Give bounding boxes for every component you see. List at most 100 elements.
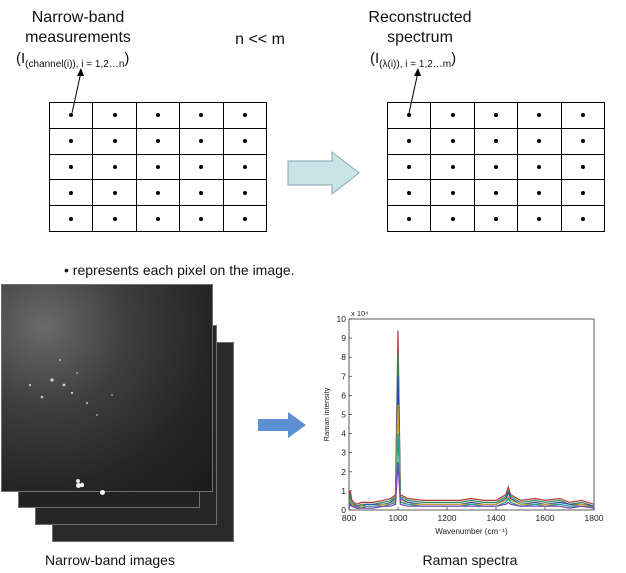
left-pointer-line: [71, 71, 82, 114]
pixel-dot: [493, 216, 498, 221]
pixel-dot: [242, 113, 247, 118]
measurement-grid-cell: [180, 103, 224, 129]
y-tick-label: 2: [341, 467, 346, 477]
measurement-grid-cell: [136, 154, 181, 181]
x-tick-label: 1800: [585, 513, 604, 523]
measurement-grid-cell: [180, 128, 224, 155]
spectrum-grid-cell: [561, 103, 605, 129]
spectrum-grid-cell: [431, 180, 475, 207]
bright-spot-1: [76, 483, 81, 488]
pixel-dot: [242, 190, 247, 195]
pixel-dot: [537, 190, 542, 195]
big-right-arrow: [287, 150, 360, 196]
pixel-dot: [155, 216, 160, 221]
y-tick-label: 8: [341, 352, 346, 362]
pixel-dot: [155, 139, 160, 144]
measurement-grid-cell: [93, 128, 137, 155]
y-exponent-label: x 10⁴: [351, 309, 368, 318]
pixel-dot: [580, 139, 585, 144]
pixel-dot: [580, 164, 585, 169]
measurement-grid-cell: [93, 154, 137, 181]
pixel-dot: [493, 139, 498, 144]
pixel-dot: [199, 216, 204, 221]
pixel-dot: [199, 190, 204, 195]
spectrum-grid-cell: [518, 154, 562, 181]
y-tick-label: 5: [341, 410, 346, 420]
left-formula-pre: (I: [16, 50, 26, 67]
spectrum-series-line-6: [348, 462, 595, 509]
measurement-grid-cell: [223, 103, 267, 129]
pixel-dot: [69, 164, 74, 169]
right-formula-sub: (λ(i)), i = 1,2…m: [379, 59, 452, 70]
pixel-dot: [450, 190, 455, 195]
measurement-grid-cell: [50, 128, 94, 155]
pixel-dot: [69, 216, 74, 221]
spectrum-grid-cell: [388, 128, 432, 155]
pixel-dot: [407, 190, 412, 195]
spectrum-grid-cell: [518, 128, 562, 155]
right-pointer-line: [408, 71, 419, 114]
relation-label: n << m: [235, 31, 285, 48]
microscopy-speckles: [28, 358, 113, 488]
measurement-grid-cell: [50, 206, 94, 232]
narrow-band-image-1: [2, 285, 212, 495]
pixel-dot: [580, 216, 585, 221]
measurement-grid-cell: [223, 180, 267, 207]
spectrum-grid-cell: [474, 180, 519, 207]
small-arrow-shape: [258, 412, 306, 438]
spectrum-grid-cell: [431, 206, 475, 232]
measurement-grid-cell: [136, 128, 181, 155]
left-pointer-arrowhead: [77, 68, 84, 76]
left-formula-sub: (channel(i)), i = 1,2…n: [25, 59, 125, 70]
x-axis-label: Wavenumber (cm⁻¹): [435, 527, 508, 536]
spectrum-grid-cell: [474, 103, 519, 129]
spectrum-grid-cell: [431, 128, 475, 155]
spectrum-grid-cell: [388, 180, 432, 207]
y-tick-label: 9: [341, 333, 346, 343]
pixel-dot: [69, 139, 74, 144]
spectrum-grid-cell: [388, 154, 432, 181]
measurement-grid-cell: [223, 154, 267, 181]
measurement-grid-cell: [180, 206, 224, 232]
right-formula-post: ): [451, 50, 457, 67]
pixel-dot: [242, 139, 247, 144]
narrow-band-measurement-grid: [49, 102, 267, 232]
spectrum-grid-cell: [474, 206, 519, 232]
spectrum-grid-cell: [561, 154, 605, 181]
right-pointer-arrowhead: [414, 68, 421, 76]
spectrum-grid-cell: [561, 206, 605, 232]
measurement-grid-cell: [136, 206, 181, 232]
y-tick-label: 4: [341, 429, 346, 439]
pixel-dot: [112, 139, 117, 144]
measurement-grid-cell: [93, 180, 137, 207]
pixel-dot: [69, 190, 74, 195]
x-tick-label: 800: [342, 513, 356, 523]
pixel-dot: [580, 190, 585, 195]
pixel-dot: [155, 164, 160, 169]
big-arrow-shape: [287, 150, 360, 196]
measurement-grid-cell: [50, 103, 94, 129]
y-axis-label: Raman intensity: [322, 387, 331, 441]
pixel-dot: [199, 164, 204, 169]
measurement-grid-cell: [50, 180, 94, 207]
spectrum-grid-cell: [474, 128, 519, 155]
pixel-dot: [450, 164, 455, 169]
left-title-line1: Narrow-band: [31, 9, 125, 26]
measurement-grid-cell: [180, 154, 224, 181]
spectrum-grid-cell: [561, 180, 605, 207]
spectrum-grid-cell: [474, 154, 519, 181]
plot-area: [348, 318, 595, 511]
pixel-dot: [493, 164, 498, 169]
pixel-dot: [155, 113, 160, 118]
pixel-dot: [242, 164, 247, 169]
pixel-dot: [407, 139, 412, 144]
pixel-dot: [242, 216, 247, 221]
pixel-dot: [450, 113, 455, 118]
y-tick-label: 6: [341, 390, 346, 400]
y-tick-label: 0: [341, 505, 346, 515]
y-tick-label: 1: [341, 486, 346, 496]
pixel-dot: [537, 164, 542, 169]
left-formula-post: ): [124, 50, 130, 67]
spectrum-grid-cell: [431, 154, 475, 181]
